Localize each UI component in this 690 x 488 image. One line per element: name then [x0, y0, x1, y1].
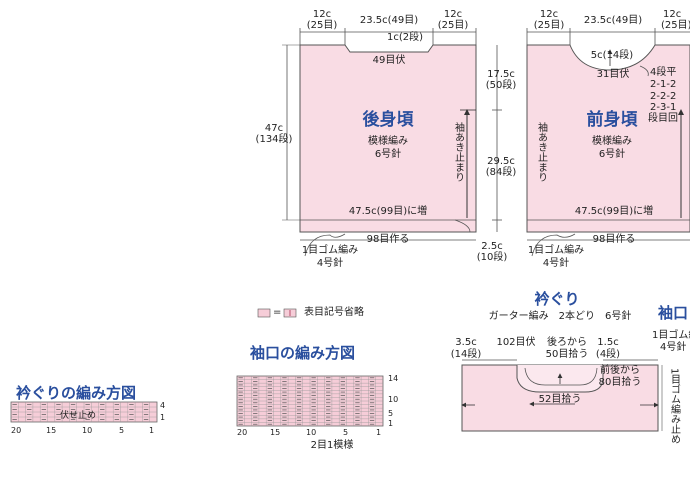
- front-neck-rows-2: 2-1-2: [650, 79, 677, 90]
- sleeve-chart-grid: [236, 375, 384, 427]
- neckband-title: 衿ぐり: [534, 290, 580, 308]
- front-armhole-label: 袖あき止まり: [535, 122, 547, 182]
- cuff-vertical-note: 1目ゴム編み止め: [668, 368, 680, 445]
- neck-chart-title: 衿ぐりの編み方図: [16, 384, 137, 402]
- back-pattern: 模様編み: [368, 136, 408, 147]
- sleeve-chart-title: 袖口の編み方図: [250, 344, 356, 362]
- sleeve-col-10: 10: [306, 428, 317, 437]
- front-rib: 1目ゴム編み: [527, 245, 585, 256]
- front-neck-rows-5: 段目回: [648, 113, 678, 124]
- neck-row-4: 4: [160, 401, 166, 410]
- sleeve-col-15: 15: [270, 428, 281, 437]
- neckband-right-width: 1.5c: [597, 337, 619, 348]
- neck-col-1: 1: [149, 426, 155, 435]
- neck-col-15: 15: [46, 426, 57, 435]
- neck-col-5: 5: [119, 426, 125, 435]
- back-needle: 6号針: [374, 149, 402, 160]
- neckband-front-pickup-2: 80目拾う: [598, 377, 642, 388]
- front-pattern: 模様編み: [592, 136, 632, 147]
- neck-col-10: 10: [82, 426, 93, 435]
- back-height: 47c: [264, 123, 284, 134]
- front-needle: 6号針: [598, 149, 626, 160]
- back-neck-bindoff: 49目伏: [372, 55, 406, 66]
- neck-row-1: 1: [160, 413, 166, 422]
- front-neck-rows-4: 2-3-1: [650, 102, 677, 113]
- back-width-right: 12c: [443, 9, 463, 20]
- back-rib: 1目ゴム編み: [301, 245, 359, 256]
- legend-swatch: [257, 308, 271, 318]
- neckband-spec: ガーター編み 2本どり 6号針: [488, 311, 632, 322]
- lower-dim: 29.5c: [487, 156, 515, 167]
- back-neck-depth: 1c(2段): [386, 32, 424, 43]
- neckband-right-width-rows: (4段): [595, 349, 621, 360]
- sleeve-row-1: 1: [388, 419, 394, 428]
- neckband-back-pickup-1: 後ろから: [547, 337, 587, 348]
- front-panel-shape: [526, 44, 690, 233]
- back-increase: 47.5c(99目)に増: [348, 206, 428, 217]
- back-width-left: 12c: [312, 9, 332, 20]
- neckband-bindoff: 102目伏: [496, 337, 536, 348]
- neckband-front-pickup-1: 前後から: [600, 365, 640, 376]
- back-armhole-label: 袖あき止まり: [452, 122, 464, 182]
- sleeve-row-10: 10: [388, 395, 399, 404]
- legend-equals: =: [273, 307, 282, 318]
- back-width-right-rows: (25目): [437, 20, 469, 31]
- sleeve-row-5: 5: [388, 409, 394, 418]
- front-neck-depth: 5c(14段): [590, 50, 634, 61]
- back-rib-needle: 4号針: [316, 258, 344, 269]
- back-cast-on: 98目作る: [366, 234, 410, 245]
- front-neck-rows-3: 2-2-2: [650, 91, 677, 102]
- back-height-rows: (134段): [255, 134, 293, 145]
- front-rib-needle: 4号針: [542, 258, 570, 269]
- neckband-left-width: 3.5c: [455, 337, 477, 348]
- rib-height-rows: (10段): [476, 252, 508, 263]
- neck-col-20: 20: [11, 426, 22, 435]
- neck-chart-grid: [10, 401, 158, 423]
- rib-height: 2.5c: [481, 241, 503, 252]
- front-width-left-rows: (25目): [533, 20, 565, 31]
- front-increase: 47.5c(99目)に増: [574, 206, 654, 217]
- front-cast-on: 98目作る: [592, 234, 636, 245]
- sleeve-col-5: 5: [343, 428, 349, 437]
- back-panel-title: 後身頃: [362, 110, 414, 130]
- front-width-mid: 23.5c(49目): [583, 15, 643, 26]
- neckband-back-pickup-2: 50目拾う: [545, 349, 589, 360]
- front-neck-rows-1: 4段平: [650, 67, 677, 78]
- legend-text: 表目記号省略: [304, 307, 364, 318]
- neckband-left-width-rows: (14段): [450, 349, 482, 360]
- front-width-left: 12c: [539, 9, 559, 20]
- cuff-title: 袖口: [658, 304, 689, 322]
- upper-dim: 17.5c: [487, 69, 515, 80]
- front-neck-bindoff: 31目伏: [596, 69, 630, 80]
- front-width-right: 12c: [663, 9, 682, 20]
- sleeve-row-14: 14: [388, 374, 399, 383]
- cuff-needle: 4号針: [660, 342, 687, 353]
- sleeve-col-20: 20: [237, 428, 248, 437]
- cuff-rib: 1目ゴム編: [652, 330, 690, 341]
- front-width-right-rows: (25目): [661, 20, 690, 31]
- back-width-mid: 23.5c(49目): [359, 15, 419, 26]
- sleeve-repeat: 2目1模様: [310, 440, 354, 451]
- front-panel-title: 前身頃: [586, 110, 638, 130]
- neckband-bottom-pickup: 52目拾う: [538, 394, 582, 405]
- upper-dim-rows: (50段): [485, 80, 517, 91]
- neck-bindoff: 伏せ止め: [60, 411, 97, 421]
- lower-dim-rows: (84段): [485, 167, 517, 178]
- sleeve-col-1: 1: [376, 428, 382, 437]
- back-width-left-rows: (25目): [306, 20, 338, 31]
